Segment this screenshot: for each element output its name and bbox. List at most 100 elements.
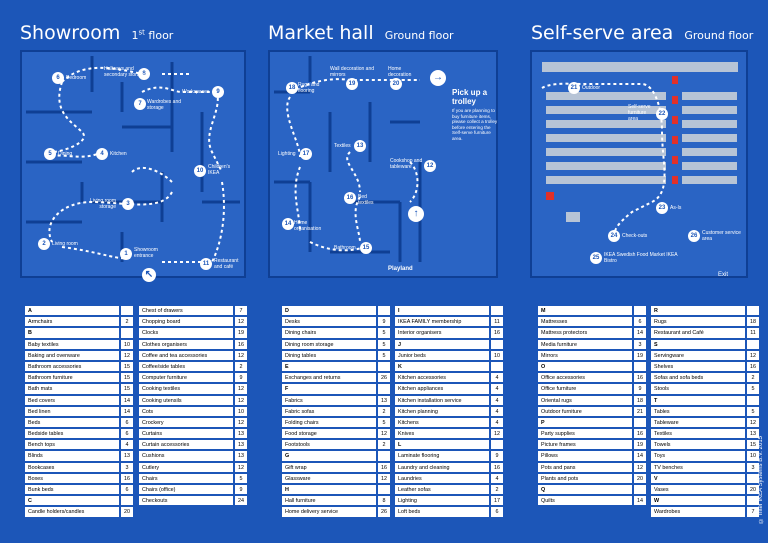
selfserve-stop-24[interactable]: 24 [608,230,620,242]
market-stop-18[interactable]: 18 [286,82,298,94]
showroom-stop-1[interactable]: 1 [120,248,132,260]
selfserve-stop-26[interactable]: 26 [688,230,700,242]
showroom-stop-5[interactable]: 5 [44,148,56,160]
index-entry-row[interactable]: Chairs (office)9 [138,484,248,496]
market-stop-20[interactable]: 20 [390,78,402,90]
showroom-stop-4[interactable]: 4 [96,148,108,160]
market-stop-16[interactable]: 16 [344,192,356,204]
selfserve-stop-25[interactable]: 25 [590,252,602,264]
showroom-stop-8[interactable]: 8 [138,68,150,80]
showroom-stop-11[interactable]: 11 [200,258,212,270]
market-stop-17[interactable]: 17 [300,148,312,160]
showroom-stop-6[interactable]: 6 [52,72,64,84]
showroom-stop-2[interactable]: 2 [38,238,50,250]
showroom-stop-10[interactable]: 10 [194,165,206,177]
showroom-stop-9[interactable]: 9 [212,86,224,98]
selfserve-stop-21[interactable]: 21 [568,82,580,94]
selfserve-stop-22[interactable]: 22 [656,108,668,120]
market-stop-15[interactable]: 15 [360,242,372,254]
market-stop-12[interactable]: 12 [424,160,436,172]
market-stop-14[interactable]: 14 [282,218,294,230]
showroom-stop-3[interactable]: 3 [122,198,134,210]
market-stop-19[interactable]: 19 [346,78,358,90]
